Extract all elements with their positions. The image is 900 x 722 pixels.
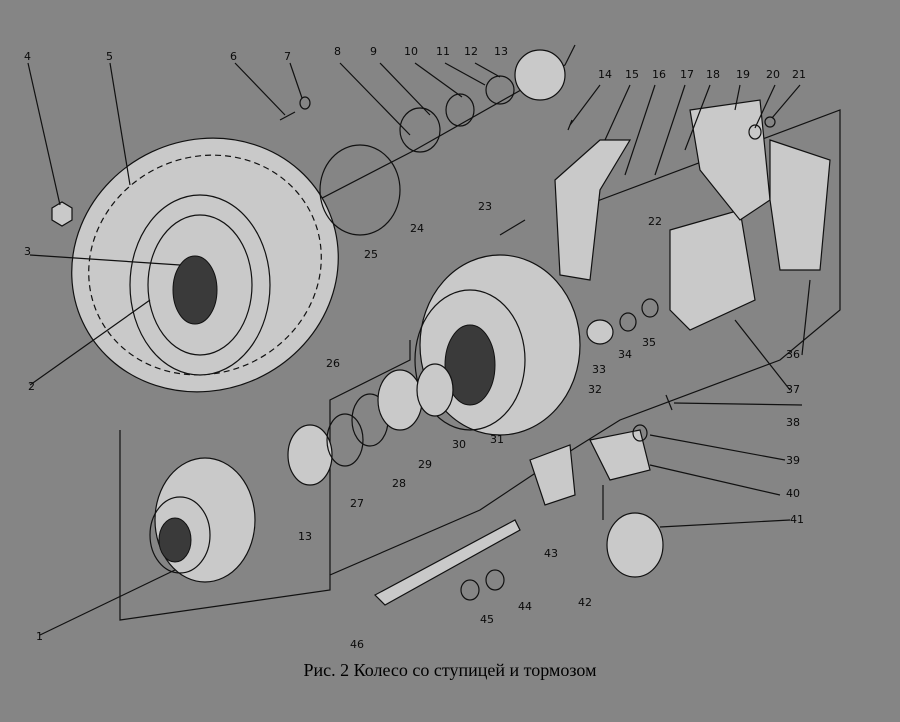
callout-30: 30 [452,438,466,451]
callout-43: 43 [544,547,558,560]
figure-caption: Рис. 2 Колесо со ступицей и тормозом [303,660,597,680]
callout-36: 36 [786,348,800,361]
callout-12: 12 [464,45,478,58]
callout-17: 17 [680,68,694,81]
callout-22: 22 [648,215,662,228]
callout-38: 38 [786,416,800,429]
callout-14: 14 [598,68,612,81]
callout-29: 29 [418,458,432,471]
callout-7: 7 [284,50,291,63]
callout-45: 45 [480,613,494,626]
callout-1: 1 [36,630,43,643]
brake-drum [414,254,581,436]
callout-40: 40 [786,487,800,500]
callout-16: 16 [652,68,666,81]
callout-37: 37 [786,383,800,396]
callout-33: 33 [592,363,606,376]
callout-2: 2 [28,380,35,393]
callout-13-bottom: 13 [298,530,312,543]
tyre [71,137,339,393]
callout-3: 3 [24,245,31,258]
callout-39: 39 [786,454,800,467]
callout-15: 15 [625,68,639,81]
callout-20: 20 [766,68,780,81]
bearing-set [287,49,566,486]
callout-labels: 4 5 3 2 1 6 7 8 9 10 11 12 13 14 15 16 1… [24,45,806,651]
callout-46: 46 [350,638,364,651]
callout-19: 19 [736,68,750,81]
callout-8: 8 [334,45,341,58]
callout-27: 27 [350,497,364,510]
callout-13-top: 13 [494,45,508,58]
axle-shaft [374,519,521,606]
callout-6: 6 [230,50,237,63]
brake-assembly [554,99,831,331]
callout-23: 23 [478,200,492,213]
callout-32: 32 [588,383,602,396]
leader-lines [27,62,811,636]
callout-28: 28 [392,477,406,490]
callout-21: 21 [792,68,806,81]
callout-5: 5 [106,50,113,63]
callout-11: 11 [436,45,450,58]
callout-42: 42 [578,596,592,609]
callout-24: 24 [410,222,424,235]
callout-10: 10 [404,45,418,58]
callout-41: 41 [790,513,804,526]
hub [149,457,256,583]
callout-34: 34 [618,348,632,361]
callout-25: 25 [364,248,378,261]
callout-31: 31 [490,433,504,446]
callout-44: 44 [518,600,532,613]
callout-26: 26 [326,357,340,370]
small-parts [51,96,776,345]
callout-9: 9 [370,45,377,58]
callout-18: 18 [706,68,720,81]
callout-35: 35 [642,336,656,349]
callout-4: 4 [24,50,31,63]
brake-actuator [529,394,673,578]
